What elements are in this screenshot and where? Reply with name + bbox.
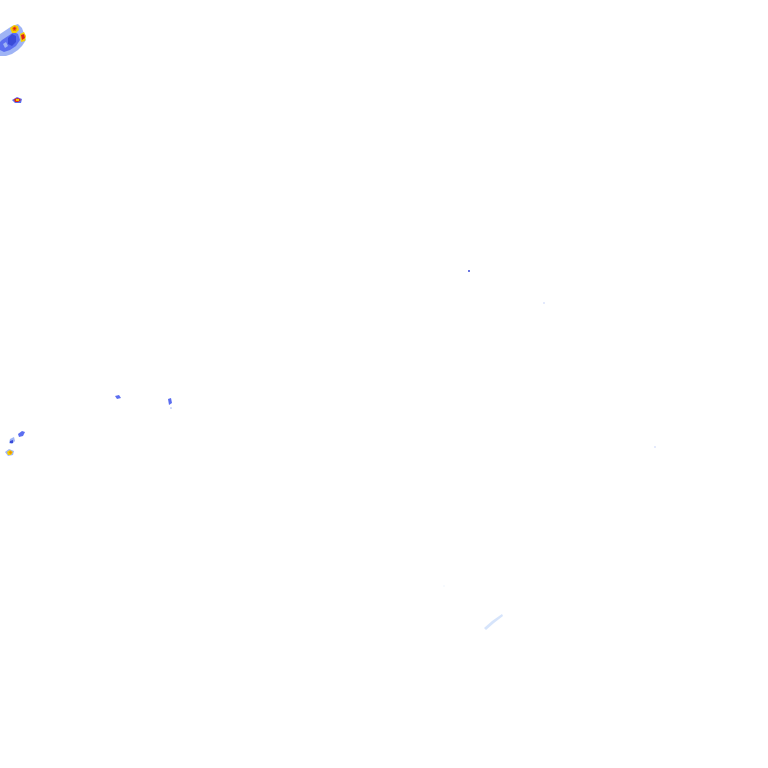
- echo-speck: [654, 446, 656, 448]
- echo-cell: [115, 395, 121, 399]
- echo-speck: [468, 270, 470, 272]
- echo-cell: [9, 451, 12, 454]
- echo-cell: [3, 42, 8, 48]
- echo-cell: [13, 27, 16, 30]
- echo-cell: [168, 398, 172, 405]
- echo-speck: [443, 585, 445, 587]
- echo-cell: [8, 34, 16, 46]
- echo-cell: [18, 431, 25, 437]
- echo-cluster-top-left: [0, 24, 26, 56]
- echo-cluster-left-lower: [5, 431, 25, 456]
- echo-streak-lower: [484, 614, 503, 630]
- echo-streak: [484, 614, 503, 630]
- echo-cluster-left-upper: [12, 97, 22, 103]
- echo-cell: [16, 99, 19, 101]
- echo-speck: [170, 407, 172, 409]
- echo-specks-middle: [443, 270, 656, 587]
- echo-cell: [21, 34, 25, 40]
- echo-cluster-left-middle: [115, 395, 172, 409]
- echo-speck: [543, 302, 545, 304]
- echo-cell: [10, 440, 13, 443]
